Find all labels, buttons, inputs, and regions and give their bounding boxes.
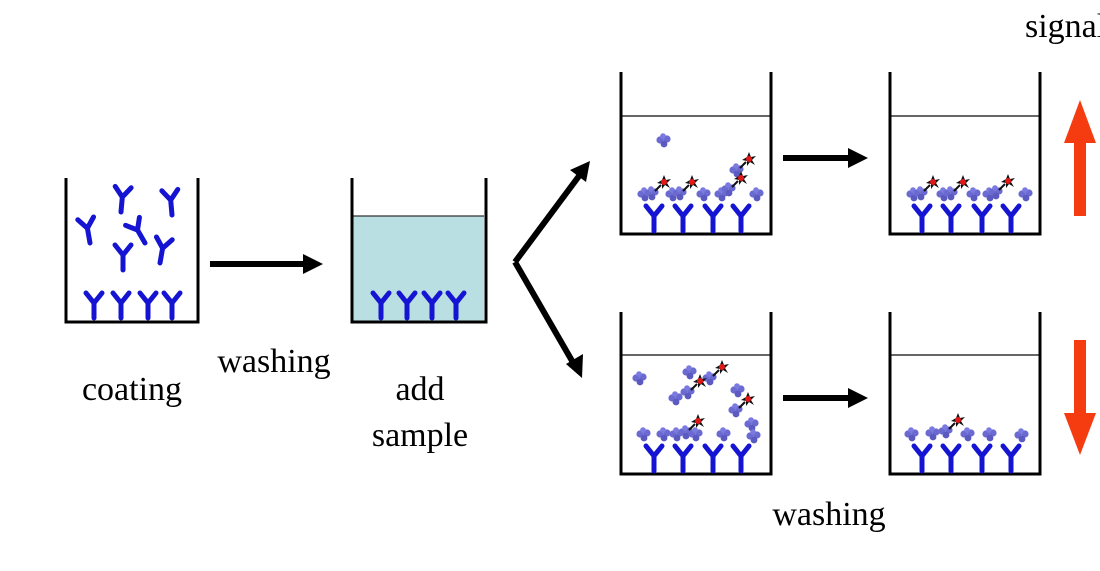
well-outline (619, 72, 773, 236)
antibody-icon (733, 446, 749, 471)
antibody-icon (943, 446, 959, 471)
antibody-icon (914, 206, 930, 231)
antigen-icon (668, 391, 683, 406)
bound-antibodies (914, 446, 1019, 471)
well-coating (64, 178, 200, 324)
bound-antigens (906, 174, 1033, 202)
bound-antigens (904, 413, 1029, 443)
antigen-icon (636, 427, 651, 442)
antibody-icon (115, 245, 131, 270)
antigen-icon (749, 187, 764, 202)
antibody-icon (705, 446, 721, 471)
arrow-icon (783, 388, 868, 408)
antigen-icon (746, 429, 761, 444)
antigen-icon (656, 427, 671, 442)
label-signal: signal (1025, 8, 1100, 45)
arrow-icon (210, 254, 323, 274)
well-bottom-before-wash (619, 312, 773, 476)
labeled-conjugate-icon (728, 392, 755, 417)
label-washing-1: washing (217, 343, 330, 380)
antigen-icon (1014, 428, 1029, 443)
antigen-icon (925, 426, 940, 441)
antibody-icon (164, 293, 180, 318)
antibody-icon (162, 189, 180, 215)
bound-antibodies (646, 446, 749, 471)
sample-liquid (353, 216, 484, 321)
antibody-icon (1003, 446, 1019, 471)
arrow-icon (783, 148, 868, 168)
antibody-icon (1003, 206, 1019, 231)
well-add-sample (350, 178, 488, 324)
label-coating: coating (82, 371, 182, 408)
antigen-icon (696, 187, 711, 202)
antibody-icon (78, 217, 98, 244)
antibody-icon (152, 237, 172, 264)
antibody-icon (86, 293, 102, 318)
labeled-conjugate-icon (702, 360, 729, 385)
antibody-icon (974, 446, 990, 471)
antigen-icon (730, 383, 745, 398)
antibody-icon (646, 446, 662, 471)
labeled-conjugate-icon (729, 152, 756, 177)
labeled-conjugate-icon (913, 175, 940, 200)
label-add-sample-line2: sample (372, 417, 468, 454)
antibody-icon (705, 206, 721, 231)
antigen-icon (966, 187, 981, 202)
well-top-before-wash (619, 72, 773, 236)
antigen-icon (632, 371, 647, 386)
well-top-after-wash (888, 72, 1042, 236)
well-bottom-after-wash (888, 312, 1042, 476)
antibody-icon (675, 446, 691, 471)
antibody-icon (140, 293, 156, 318)
floating-antibodies (78, 186, 180, 270)
labeled-conjugate-icon (672, 175, 699, 200)
antibody-icon (943, 206, 959, 231)
antibody-icon (675, 206, 691, 231)
signal-up-arrow-icon (1064, 100, 1096, 216)
antigen-icon (1018, 187, 1033, 202)
bound-antibodies (914, 206, 1019, 231)
bound-antigens (637, 171, 764, 202)
well-outline (888, 72, 1042, 236)
well-outline (619, 312, 773, 476)
antigen-icon (904, 427, 919, 442)
labeled-conjugate-icon (943, 175, 970, 200)
antigen-icon (682, 365, 697, 380)
antibody-icon (974, 206, 990, 231)
antibody-icon (733, 206, 749, 231)
antigen-icon (960, 427, 975, 442)
well-outline (888, 312, 1042, 476)
bound-antigens (636, 427, 761, 444)
bound-antibodies (86, 293, 180, 318)
antigen-icon (716, 427, 731, 442)
branch-arrows (512, 161, 590, 378)
antibody-icon (914, 446, 930, 471)
well-outline (64, 178, 200, 324)
antibody-icon (113, 186, 131, 212)
label-washing-2: washing (772, 496, 885, 533)
antigen-icon (656, 133, 671, 148)
antigen-icon (982, 427, 997, 442)
antibody-icon (126, 217, 152, 247)
label-add-sample-line1: add (395, 371, 444, 408)
antigen-icon (744, 417, 759, 432)
bound-antibodies (646, 206, 749, 231)
antibody-icon (646, 206, 662, 231)
well-outline (350, 178, 488, 324)
signal-down-arrow-icon (1064, 340, 1096, 455)
antibody-icon (113, 293, 129, 318)
